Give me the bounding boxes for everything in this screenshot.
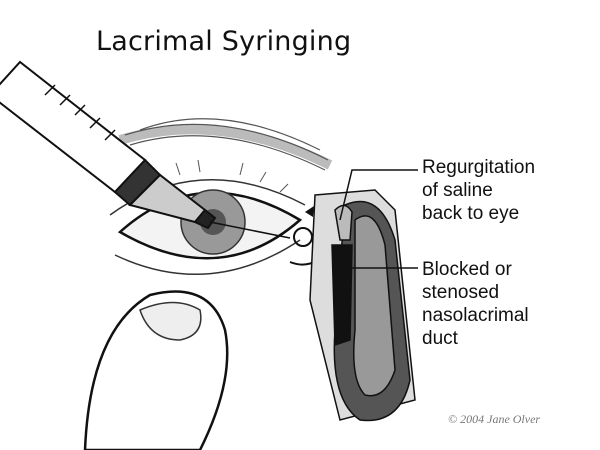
label-line: stenosed — [422, 282, 500, 303]
label-line: nasolacrimal — [422, 305, 529, 326]
eyebrow — [118, 118, 333, 171]
label-line: back to eye — [422, 203, 520, 224]
cannula — [209, 221, 291, 239]
label-line: of saline — [422, 180, 493, 201]
cannula-tip — [293, 227, 313, 247]
thumb — [83, 290, 229, 450]
label-line: duct — [422, 328, 458, 349]
label-regurgitation: Regurgitation of saline back to eye — [422, 156, 535, 225]
lacrimal-sac — [334, 204, 353, 241]
thumbnail — [139, 301, 202, 341]
leader-line-regurgitation — [339, 169, 418, 221]
nasolacrimal-duct — [309, 189, 416, 422]
diagram-title: Lacrimal Syringing — [96, 26, 352, 57]
label-blocked-duct: Blocked or stenosed nasolacrimal duct — [422, 258, 529, 350]
copyright: © 2004 Jane Olver — [448, 412, 541, 426]
syringe — [0, 60, 291, 239]
label-line: Blocked or — [422, 259, 512, 280]
label-line: Regurgitation — [422, 157, 536, 178]
regurgitation-arrowhead — [305, 206, 314, 217]
blocked-duct-segment — [331, 244, 353, 347]
